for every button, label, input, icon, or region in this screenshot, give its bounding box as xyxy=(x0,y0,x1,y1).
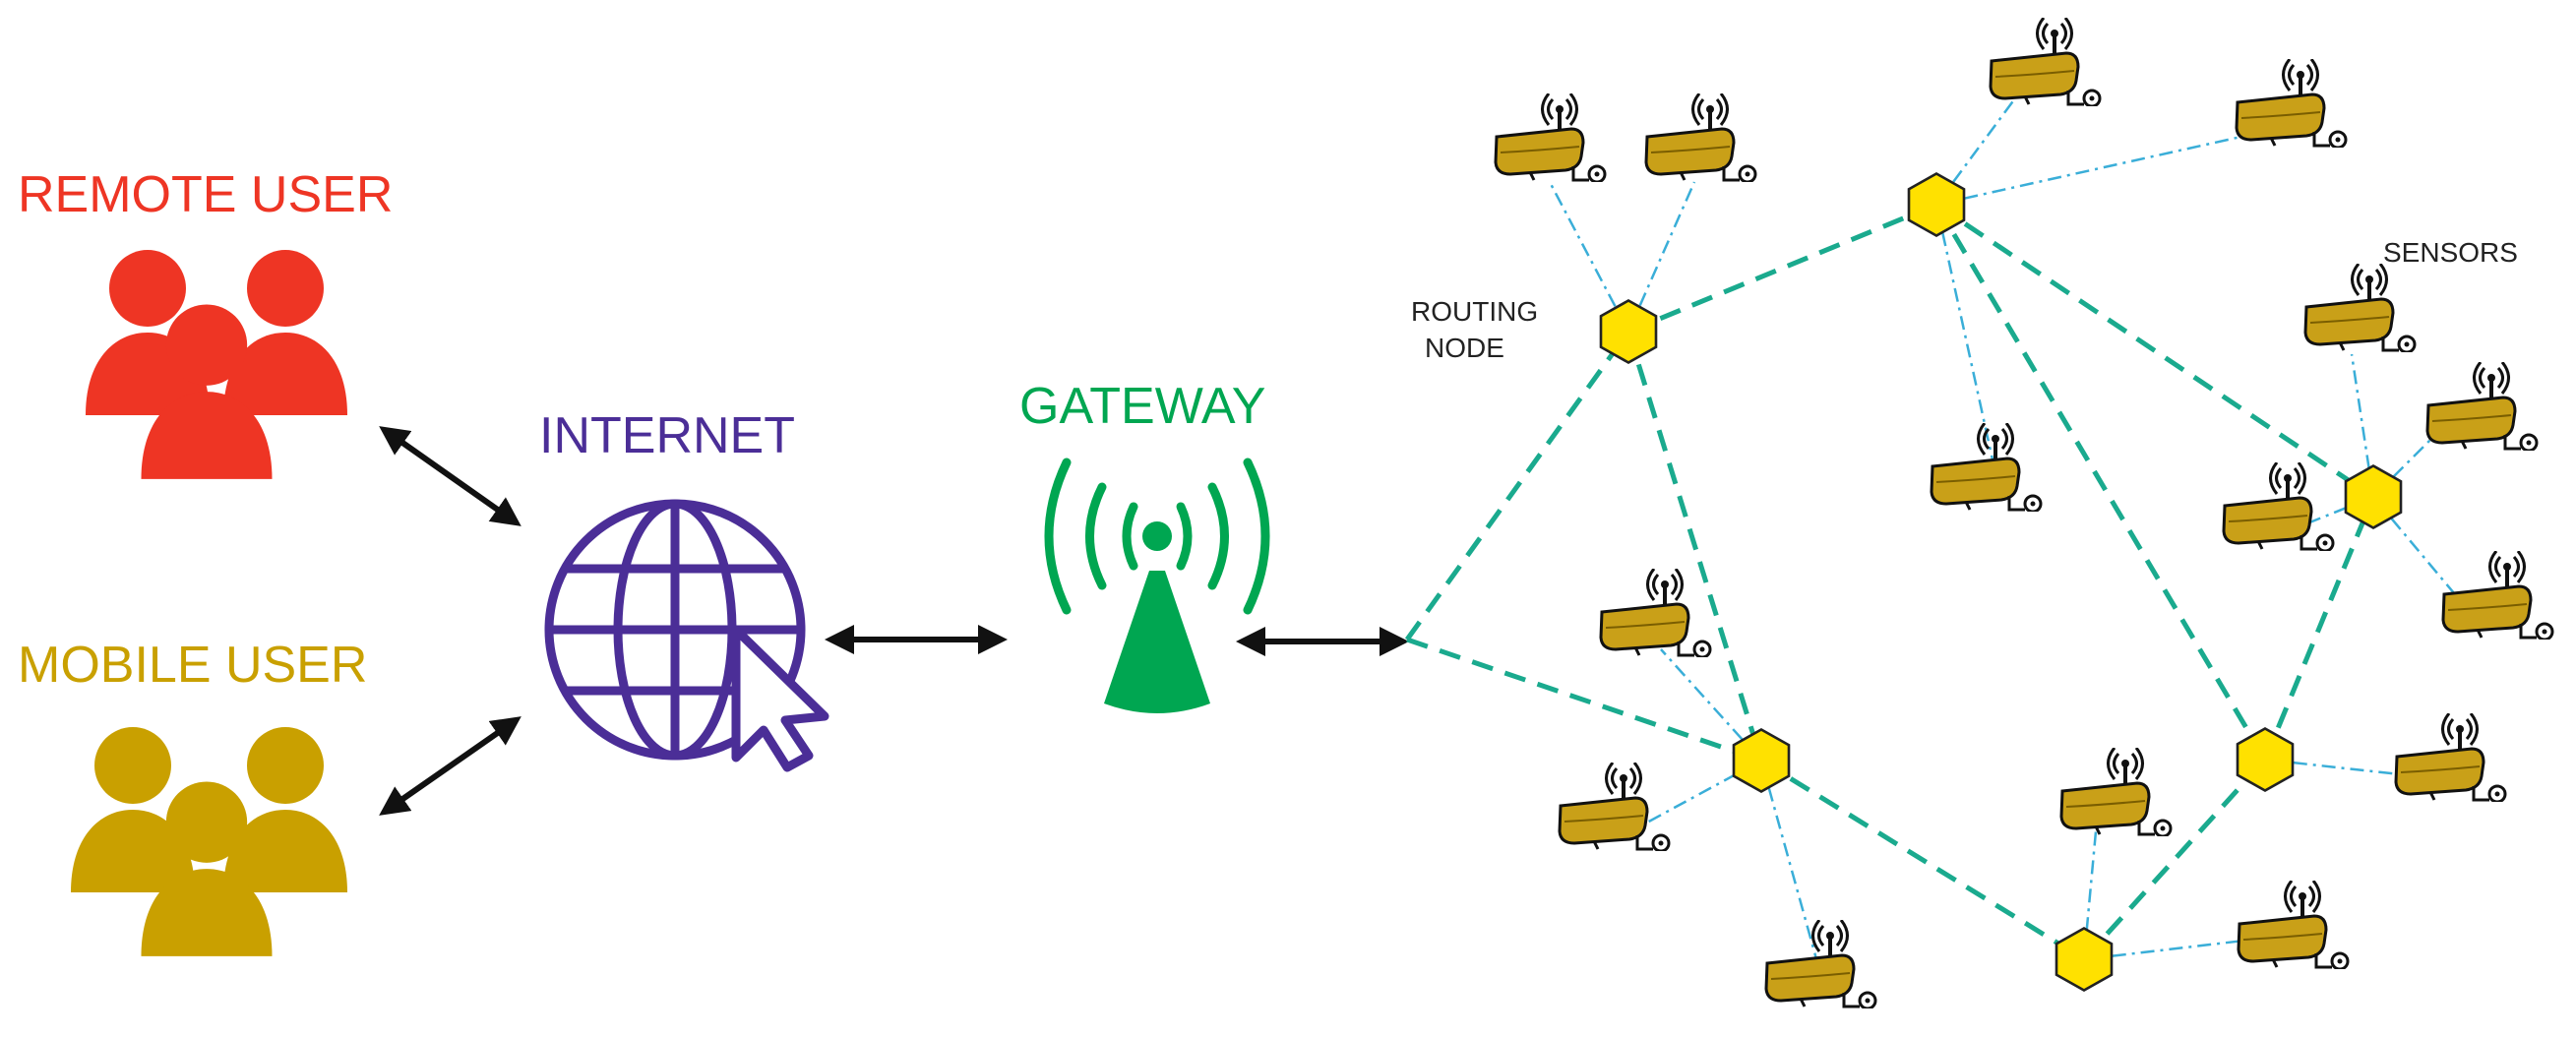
globe-cursor-icon xyxy=(544,499,829,772)
routing-node-icon xyxy=(1599,299,1658,364)
sensor-links xyxy=(1548,97,2461,967)
arrow-remote-internet xyxy=(379,426,521,526)
internet-label: INTERNET xyxy=(539,407,795,464)
wireless-sensor-icon xyxy=(2059,748,2173,836)
sensors-label: SENSORS xyxy=(2383,237,2518,268)
wireless-sensor-icon xyxy=(2237,881,2350,969)
mobile-user-label: MOBILE USER xyxy=(18,637,367,694)
wireless-sensor-icon xyxy=(2441,551,2554,640)
routing-node-icon xyxy=(2236,727,2295,792)
wireless-sensor-icon xyxy=(2235,59,2348,148)
arrow-mobile-internet xyxy=(379,716,521,816)
routing-nodes xyxy=(1599,172,2403,992)
routing-node-icon xyxy=(1907,172,1966,237)
users-group-icon xyxy=(71,727,347,956)
wireless-sensor-icon xyxy=(1558,763,1671,851)
routing-node-label-line2: NODE xyxy=(1425,333,1504,363)
wireless-sensor-icon xyxy=(1494,93,1607,182)
routing-node-icon xyxy=(2055,927,2114,992)
wireless-sensor-icon xyxy=(1599,569,1712,657)
wireless-sensor-icon xyxy=(1764,920,1877,1008)
remote-user-label: REMOTE USER xyxy=(18,166,393,223)
wireless-sensor-icon xyxy=(1644,93,1757,182)
backbone-links xyxy=(1404,202,2376,962)
gateway-label: GATEWAY xyxy=(1019,378,1265,435)
users-group-icon xyxy=(86,250,347,479)
wireless-sensor-icon xyxy=(2425,362,2539,451)
routing-node-label-line1: ROUTING xyxy=(1411,296,1538,327)
radio-tower-icon xyxy=(1044,458,1270,713)
wireless-sensor-icon xyxy=(2222,462,2335,551)
wireless-sensor-icon xyxy=(1989,18,2102,106)
wireless-sensor-icon xyxy=(2303,264,2417,352)
wireless-sensor-icon xyxy=(2394,713,2507,802)
